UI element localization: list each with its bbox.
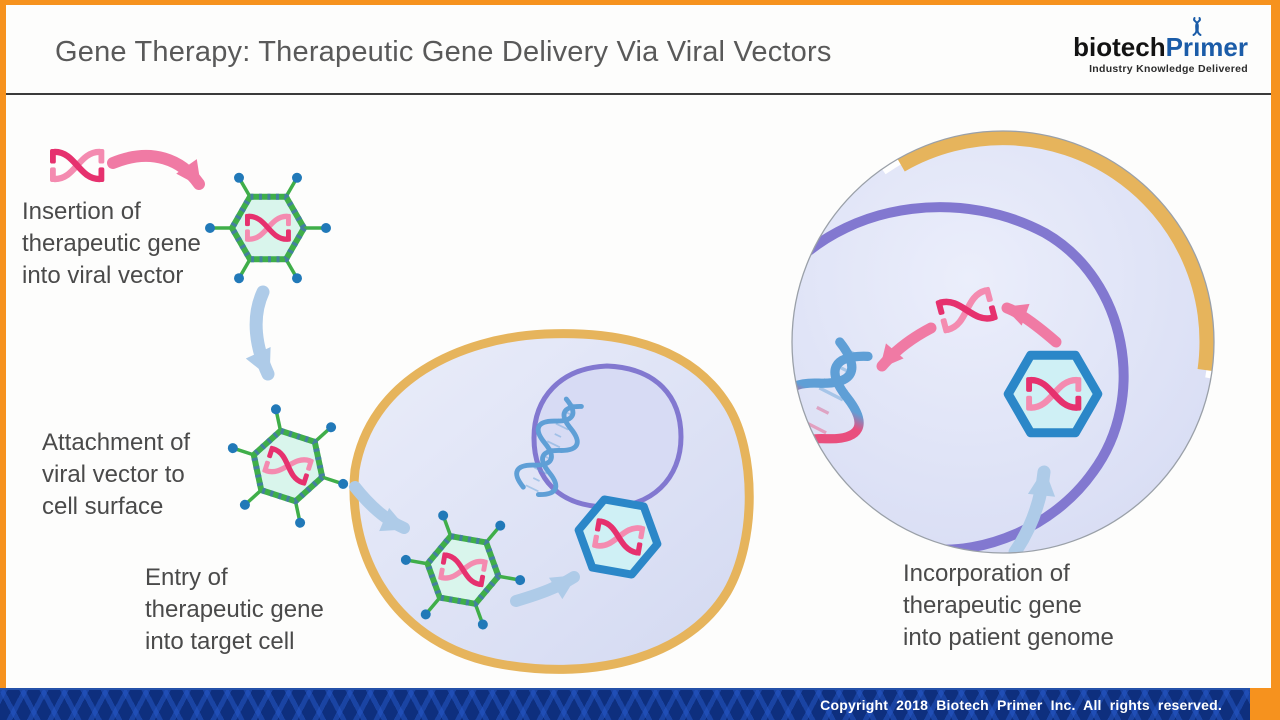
label-attachment: Attachment of viral vector to cell surfa…	[42, 429, 191, 520]
header-divider	[6, 93, 1271, 95]
left-border	[0, 0, 6, 688]
gene-hexagon-in-nucleus-icon	[1008, 355, 1098, 433]
page-title: Gene Therapy: Therapeutic Gene Delivery …	[55, 36, 832, 68]
copyright-text: Copyright 2018 Biotech Primer Inc. All r…	[820, 697, 1222, 713]
label-incorporation: Incorporation of therapeutic gene into p…	[903, 560, 1114, 651]
target-cell	[349, 329, 754, 674]
attached-viral-vector-icon	[211, 394, 365, 538]
entry-arrow	[349, 481, 410, 534]
therapeutic-gene-icon	[50, 149, 104, 182]
right-border	[1271, 0, 1280, 688]
gene-release-arrow	[1001, 302, 1062, 348]
to-attachment-arrow	[245, 285, 275, 381]
cell-membrane	[349, 329, 754, 674]
footer-bar: Copyright 2018 Biotech Primer Inc. All r…	[0, 688, 1250, 720]
magnified-cell-view	[791, 130, 1215, 554]
logo-word-biotech: biotech	[1073, 32, 1166, 62]
label-entry: Entry of therapeutic gene into target ce…	[145, 564, 324, 655]
label-insertion: Insertion of therapeutic gene into viral…	[22, 198, 201, 289]
footer-accent-block	[1250, 688, 1280, 720]
insertion-arrow	[107, 150, 205, 190]
uncoating-arrow	[510, 571, 580, 607]
gene-integration-arrow	[876, 322, 937, 372]
top-border	[0, 0, 1280, 5]
viral-vector-icon	[205, 173, 331, 283]
incorporation-arrow	[1008, 465, 1056, 553]
magnified-cell-membrane	[897, 131, 1214, 372]
logo-dna-helix-icon	[1192, 17, 1202, 36]
logo-tagline: Industry Knowledge Delivered	[1089, 63, 1248, 75]
